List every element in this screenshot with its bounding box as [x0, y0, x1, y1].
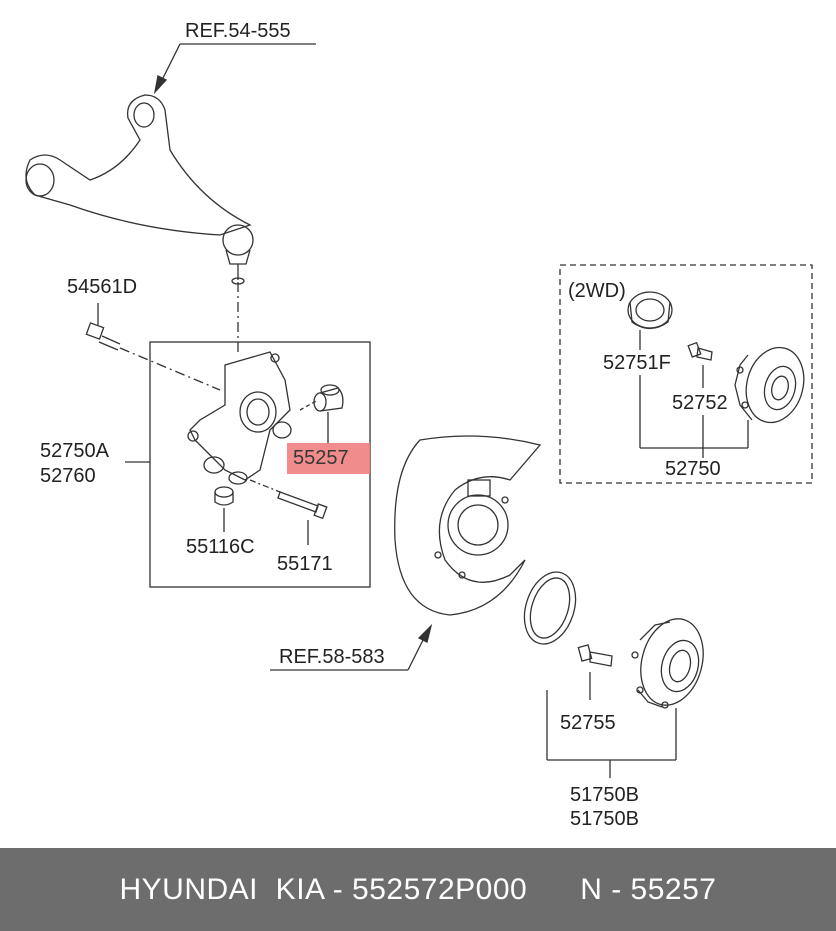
label-ref-54-555: REF.54-555 — [185, 20, 291, 42]
o-ring — [523, 571, 577, 645]
hub-51750b — [631, 618, 704, 709]
stud-52752 — [687, 341, 713, 448]
footer-reference-number: N - 55257 — [580, 872, 717, 906]
label-52752: 52752 — [672, 392, 728, 414]
label-2wd: (2WD) — [568, 280, 626, 302]
hub-52750 — [734, 346, 805, 424]
label-52750a: 52750A — [40, 440, 109, 462]
upper-control-arm — [25, 94, 254, 285]
ref-58-583-leader — [270, 623, 433, 671]
dust-shield — [394, 435, 542, 616]
bushing-55257 — [299, 384, 344, 444]
2wd-box — [559, 264, 813, 484]
footer-brand-part-number: HYUNDAI KIA - 552572P000 — [119, 872, 528, 906]
label-ref-58-583: REF.58-583 — [279, 646, 385, 668]
knuckle-assembly — [187, 351, 292, 485]
label-51750b-2: 51750B — [570, 808, 639, 830]
bearing-52751f — [627, 291, 673, 448]
bushing-55116c — [214, 486, 234, 532]
exploded-parts-diagram — [25, 43, 813, 778]
label-52751f: 52751F — [603, 352, 671, 374]
bracket-52750 — [640, 420, 749, 458]
ref-54-555-leader — [153, 43, 316, 95]
highlight-55257: 55257 — [287, 443, 370, 474]
label-55257: 55257 — [293, 447, 349, 469]
label-52755: 52755 — [560, 712, 616, 734]
label-52760: 52760 — [40, 465, 96, 487]
footer-spacer — [527, 873, 580, 907]
label-55116c: 55116C — [186, 536, 255, 558]
bracket-51750b — [546, 690, 677, 778]
label-54561d: 54561D — [67, 276, 138, 298]
bolt-54561d — [85, 303, 221, 391]
bolt-55171 — [249, 479, 328, 545]
label-51750b-1: 51750B — [570, 784, 639, 806]
knuckle-box — [149, 341, 371, 588]
label-55171: 55171 — [277, 553, 333, 575]
label-52750: 52750 — [665, 458, 721, 480]
footer-bar: HYUNDAI KIA - 552572P000 N - 55257 — [0, 848, 836, 931]
stud-52755 — [577, 644, 613, 700]
